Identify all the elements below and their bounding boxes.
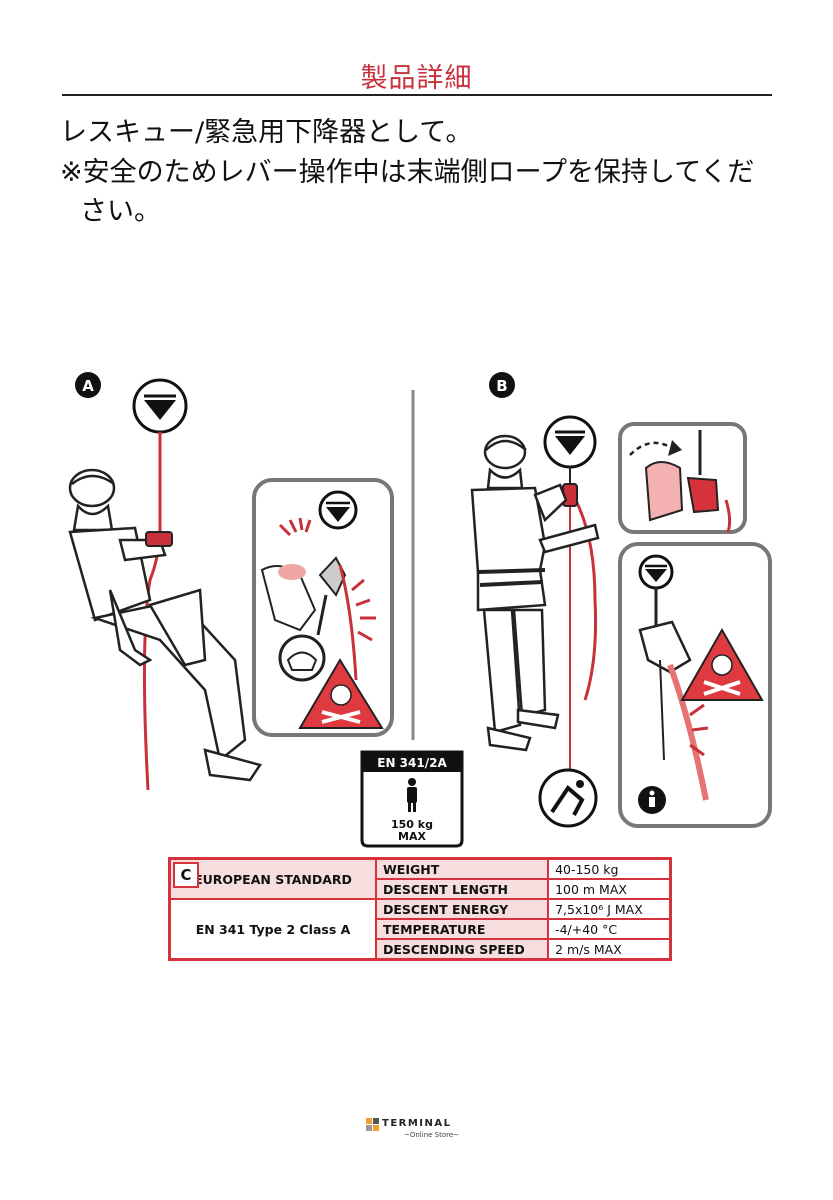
detail-box-a (252, 478, 394, 737)
footer-logo: TERMINAL ~Online Store~ (366, 1118, 476, 1142)
standard-label-cell: C EUROPEAN STANDARD (168, 857, 377, 900)
spec-value: 7,5x10⁶ J MAX (547, 898, 672, 920)
badge-title: EN 341/2A (377, 756, 447, 770)
logo-square-icon (373, 1125, 379, 1131)
description-line-3: さい。 (80, 196, 161, 227)
description-line-1: レスキュー/緊急用下降器として。 (60, 117, 473, 148)
logo-square-icon (366, 1118, 372, 1124)
anchor-icon (543, 415, 597, 469)
descender-device-a (145, 531, 173, 547)
standard-label: EUROPEAN STANDARD (194, 871, 352, 887)
standard-value: EN 341 Type 2 Class A (168, 898, 377, 961)
table-row: DESCENT LENGTH 100 m MAX (170, 878, 672, 900)
panel-a-marker (75, 372, 101, 398)
worker-figure-b (470, 434, 600, 752)
anchor-icon (132, 378, 188, 434)
spec-key: DESCENT ENERGY (374, 898, 550, 920)
climber-figure-a (68, 468, 263, 782)
spec-key: DESCENDING SPEED (374, 938, 550, 961)
usage-illustration: A (68, 372, 772, 848)
page-title: 製品詳細 (360, 63, 473, 94)
spec-key: TEMPERATURE (374, 918, 550, 940)
fall-hazard-icon (538, 768, 598, 828)
spec-value: 40-150 kg (547, 857, 672, 880)
spec-table: C EUROPEAN STANDARD WEIGHT 40-150 kg DES… (168, 857, 672, 961)
spec-value: 2 m/s MAX (547, 938, 672, 961)
en-standard-badge: EN 341/2A 150 kg MAX (360, 750, 464, 848)
spec-value: 100 m MAX (547, 878, 672, 900)
panel-a-label: A (82, 377, 94, 395)
table-label: C (173, 862, 199, 888)
description-line-2: ※安全のためレバー操作中は末端側ロープを保持してくだ (60, 157, 755, 188)
table-row: EN 341 Type 2 Class A DESCENT ENERGY 7,5… (168, 898, 672, 961)
badge-load: 150 kg (391, 818, 433, 831)
detail-box-b-bottom (618, 542, 772, 828)
panel-b-marker (489, 372, 515, 398)
footer-brand: TERMINAL (382, 1118, 452, 1129)
badge-max: MAX (398, 830, 426, 843)
spec-key: WEIGHT (374, 857, 550, 880)
table-row: DESCENDING SPEED 2 m/s MAX (170, 938, 672, 961)
detail-box-b-top (618, 422, 747, 534)
panel-b-label: B (496, 377, 507, 395)
footer-subtitle: ~Online Store~ (404, 1131, 460, 1139)
logo-square-icon (373, 1118, 379, 1124)
spec-key: DESCENT LENGTH (374, 878, 550, 900)
person-icon (407, 778, 417, 812)
title-divider (62, 94, 772, 96)
table-row: TEMPERATURE -4/+40 °C (170, 918, 672, 940)
table-row: C EUROPEAN STANDARD WEIGHT 40-150 kg (168, 857, 672, 900)
spec-value: -4/+40 °C (547, 918, 672, 940)
logo-square-icon (366, 1125, 372, 1131)
